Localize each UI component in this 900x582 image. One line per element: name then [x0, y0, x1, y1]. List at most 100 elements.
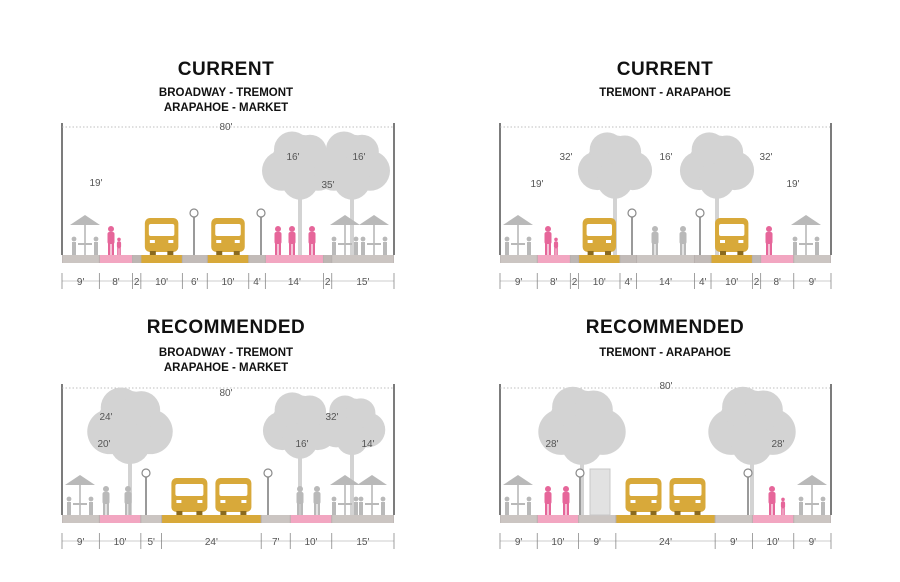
bus-wheel: [240, 511, 247, 515]
lane-gold: [141, 255, 182, 263]
pedestrian-head: [652, 226, 658, 232]
pedestrian-head: [554, 237, 558, 242]
lamp-head: [263, 468, 273, 478]
width-label: 9': [730, 537, 738, 548]
bus-wheel: [167, 251, 174, 255]
pedestrian: [116, 237, 122, 255]
tree-canopy: [334, 163, 370, 200]
cafe-table: [365, 503, 379, 505]
diner-head: [66, 496, 72, 502]
street-lamp: [256, 208, 266, 255]
pedestrian-head: [766, 226, 772, 232]
tree-canopy: [608, 135, 642, 169]
pedestrian-leg: [300, 503, 303, 515]
width-label: 8': [550, 277, 558, 288]
overall-width-label: 80': [219, 122, 232, 133]
lamp-pole: [193, 213, 195, 255]
bus-headlight: [149, 240, 155, 243]
height-label: 32': [325, 412, 338, 423]
diner-head: [331, 236, 337, 242]
pedestrian-body: [553, 241, 559, 249]
diner-head: [820, 496, 826, 502]
height-label: 19': [89, 178, 102, 189]
bus-windshield: [719, 224, 745, 236]
pedestrian-leg: [108, 243, 111, 255]
lane-gold: [207, 255, 249, 263]
diner-body: [332, 242, 336, 255]
lamp-head: [189, 208, 199, 218]
diner-head: [380, 496, 386, 502]
diner-body: [94, 242, 98, 255]
tree: [708, 386, 796, 515]
transit-shelter: [589, 468, 611, 516]
width-label: 7': [272, 537, 280, 548]
pedestrian-leg: [289, 243, 292, 255]
cafe-umbrella: [503, 475, 533, 515]
bus-headlight: [176, 500, 182, 503]
pedestrian-body: [313, 492, 321, 504]
pedestrian: [308, 226, 316, 255]
lane-side: [141, 515, 162, 523]
pedestrian-leg: [125, 503, 128, 515]
panel-title: RECOMMENDED: [147, 317, 306, 338]
width-label: 5': [147, 537, 155, 548]
bus: [669, 478, 706, 515]
cafe-umbrella: [330, 475, 360, 515]
lamp-pole: [699, 213, 701, 255]
pedestrian-head: [563, 486, 569, 492]
lane-pink: [537, 255, 570, 263]
pedestrian: [679, 226, 687, 255]
street-lamp: [695, 208, 705, 255]
diner-body: [815, 242, 819, 255]
pedestrian-body: [562, 492, 570, 504]
umbrella-canopy: [357, 475, 387, 485]
diner-body: [527, 242, 531, 255]
lamp-head: [627, 208, 637, 218]
panel-subtitle-line-1: TREMONT - ARAPAHOE: [599, 87, 731, 99]
tree: [262, 392, 338, 515]
cafe-table: [511, 503, 525, 505]
umbrella-pole: [811, 485, 813, 515]
pedestrian-head: [309, 226, 315, 232]
diner-body: [381, 502, 385, 515]
pedestrian: [124, 486, 132, 515]
diner-head: [814, 236, 820, 242]
diner-body: [354, 242, 358, 255]
bus-headlight: [630, 500, 636, 503]
bus-headlight: [695, 500, 701, 503]
height-label: 19': [530, 179, 543, 190]
tree-canopy: [561, 423, 603, 465]
pedestrian-leg: [563, 503, 566, 515]
bus-windshield: [586, 224, 612, 236]
pedestrian: [553, 237, 559, 255]
height-label: 32': [559, 152, 572, 163]
bus-wheel: [650, 511, 657, 515]
bus-headlight: [216, 240, 222, 243]
pedestrian-body: [768, 492, 776, 504]
pedestrian: [288, 226, 296, 255]
umbrella-pole: [371, 485, 373, 515]
cafe-table: [805, 503, 819, 505]
lane-median: [249, 255, 265, 263]
pedestrian-leg: [309, 243, 312, 255]
pedestrian: [544, 486, 552, 515]
pedestrian-leg: [766, 243, 769, 255]
width-label: 2: [325, 277, 331, 288]
height-label: 16': [352, 152, 365, 163]
bus-wheel: [149, 251, 156, 255]
lamp-pole: [267, 473, 269, 515]
pedestrian-leg: [566, 503, 569, 515]
bus: [215, 478, 252, 515]
height-label: 32': [759, 152, 772, 163]
cafe-umbrella: [791, 215, 821, 255]
lane-buffer: [323, 255, 332, 263]
width-label: 14': [659, 277, 672, 288]
umbrella-canopy: [330, 215, 360, 225]
height-label: 16': [295, 439, 308, 450]
cafe-table: [367, 243, 381, 245]
pedestrian-leg: [314, 503, 317, 515]
lane-side: [332, 255, 394, 263]
width-label: 8': [773, 277, 781, 288]
pedestrian-body: [679, 232, 687, 244]
